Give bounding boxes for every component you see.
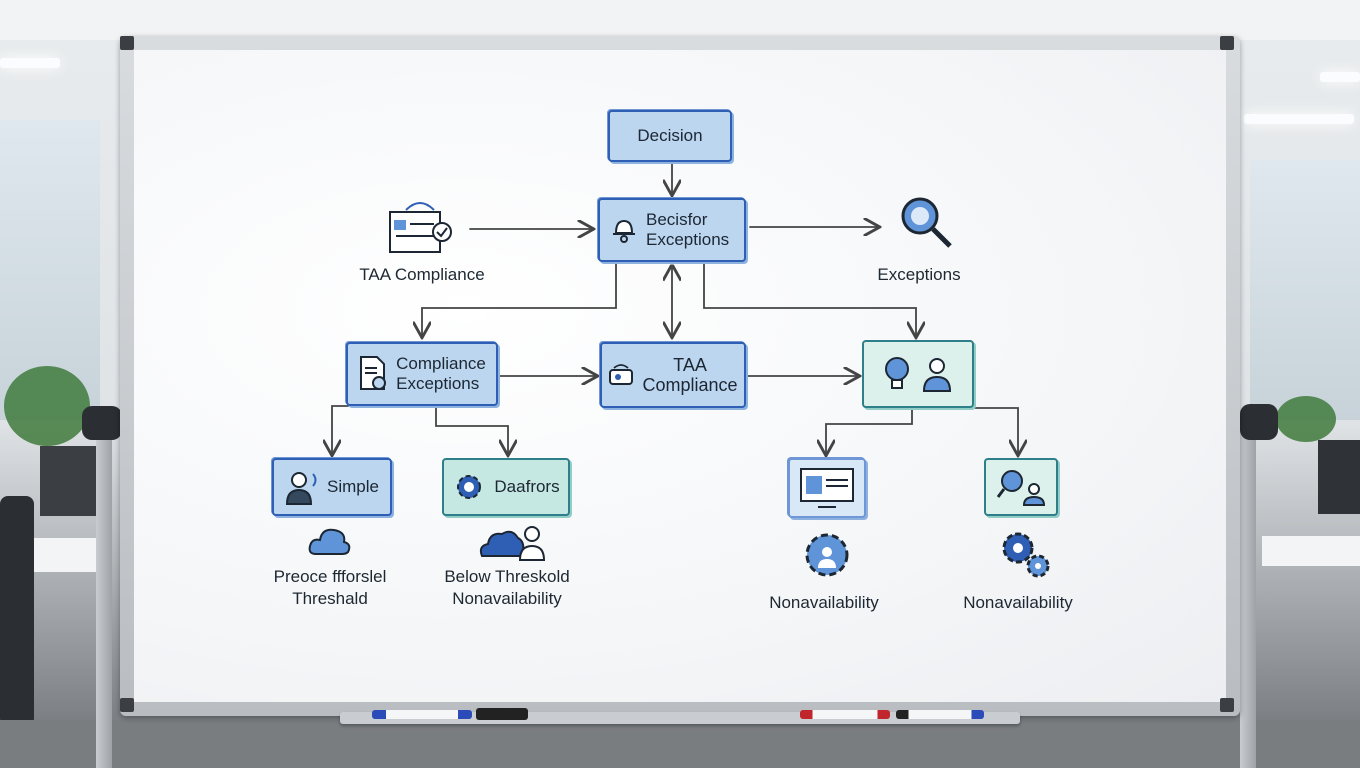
ceiling-light [0, 58, 60, 68]
file-lock-icon [358, 355, 388, 393]
desk-right [1262, 536, 1360, 566]
frame-corner [1220, 36, 1234, 50]
stand-leg-left [96, 410, 112, 768]
exceptions-label: Exceptions [877, 265, 961, 284]
taa-compliance-label: TAA Compliance [359, 265, 485, 284]
frame-corner [120, 698, 134, 712]
compliance-exceptions-node: Compliance Exceptions [346, 342, 498, 406]
frame-corner [120, 36, 134, 50]
preoce-label: Preoce ffforslel Threshald [264, 566, 396, 610]
preoce-line-2: Threshald [292, 589, 368, 608]
below-threshold-line-1: Below Threskold [444, 567, 570, 586]
gear-person-icon [800, 528, 854, 582]
below-threshold-line-2: Nonavailability [452, 589, 562, 608]
center-line-2: Exceptions [646, 230, 730, 249]
monitor-background [40, 446, 96, 516]
stand-knob-right [1240, 404, 1278, 440]
black-marker[interactable] [896, 710, 984, 719]
edge-compliance-simple [332, 405, 349, 454]
search-person-node [984, 458, 1058, 516]
document-check-icon [386, 196, 456, 258]
monitor-node [788, 458, 866, 518]
center-line-1: Becisfor [646, 210, 708, 229]
center-node: Becisfor Exceptions [598, 198, 746, 262]
nonavailability-label-2: Nonavailability [963, 593, 1073, 612]
window-right [1250, 160, 1360, 420]
office-chair [0, 496, 34, 726]
edge-center-compliance [422, 263, 617, 336]
plant-right [1276, 396, 1336, 442]
nonavailability-label-1: Nonavailability [769, 593, 879, 612]
id-card-icon [608, 364, 634, 386]
eraser[interactable] [476, 708, 528, 720]
stand-leg-right [1240, 410, 1256, 768]
gear-cluster-icon [998, 528, 1054, 582]
cloud-icon [308, 524, 352, 560]
blue-marker[interactable] [372, 710, 472, 719]
daafrors-node: Daafrors [442, 458, 570, 516]
compliance-line-2: Exceptions [396, 374, 480, 393]
stand-knob-left [82, 406, 122, 440]
decision-text: Decision [637, 126, 703, 145]
person-icon [920, 355, 954, 393]
edge-right-search [973, 407, 1018, 454]
ceiling-light [1244, 114, 1354, 124]
edge-right-monitor [826, 409, 913, 454]
person-speaking-icon [285, 468, 319, 506]
magnifier-icon [896, 192, 958, 254]
bell-gear-icon [610, 215, 638, 245]
gear-icon [452, 470, 486, 504]
compliance-line-1: Compliance [396, 354, 486, 373]
decision-node: Decision [608, 110, 732, 162]
simple-node: Simple [272, 458, 392, 516]
simple-text: Simple [327, 477, 379, 496]
below-threshold-label: Below Threskold Nonavailability [436, 566, 578, 610]
magnifier-person-icon [996, 467, 1046, 507]
plant-left [4, 366, 90, 446]
ceiling-light [1320, 72, 1360, 82]
floor [0, 720, 1360, 768]
idea-person-node [862, 340, 974, 408]
monitor-background [1318, 440, 1360, 514]
group-icon [476, 522, 548, 562]
daafrors-text: Daafrors [494, 477, 560, 496]
red-marker[interactable] [800, 710, 890, 719]
taa-line-1: TAA [673, 355, 707, 375]
taa-line-2: Compliance [642, 375, 738, 395]
frame-corner [1220, 698, 1234, 712]
lightbulb-icon [882, 355, 912, 393]
edge-center-right [703, 263, 916, 336]
monitor-icon [798, 466, 856, 510]
preoce-line-1: Preoce ffforslel [273, 567, 387, 586]
edge-compliance-daafrors [435, 405, 508, 454]
taa-compliance-node: TAA Compliance [600, 342, 746, 408]
ceiling [0, 0, 1360, 40]
